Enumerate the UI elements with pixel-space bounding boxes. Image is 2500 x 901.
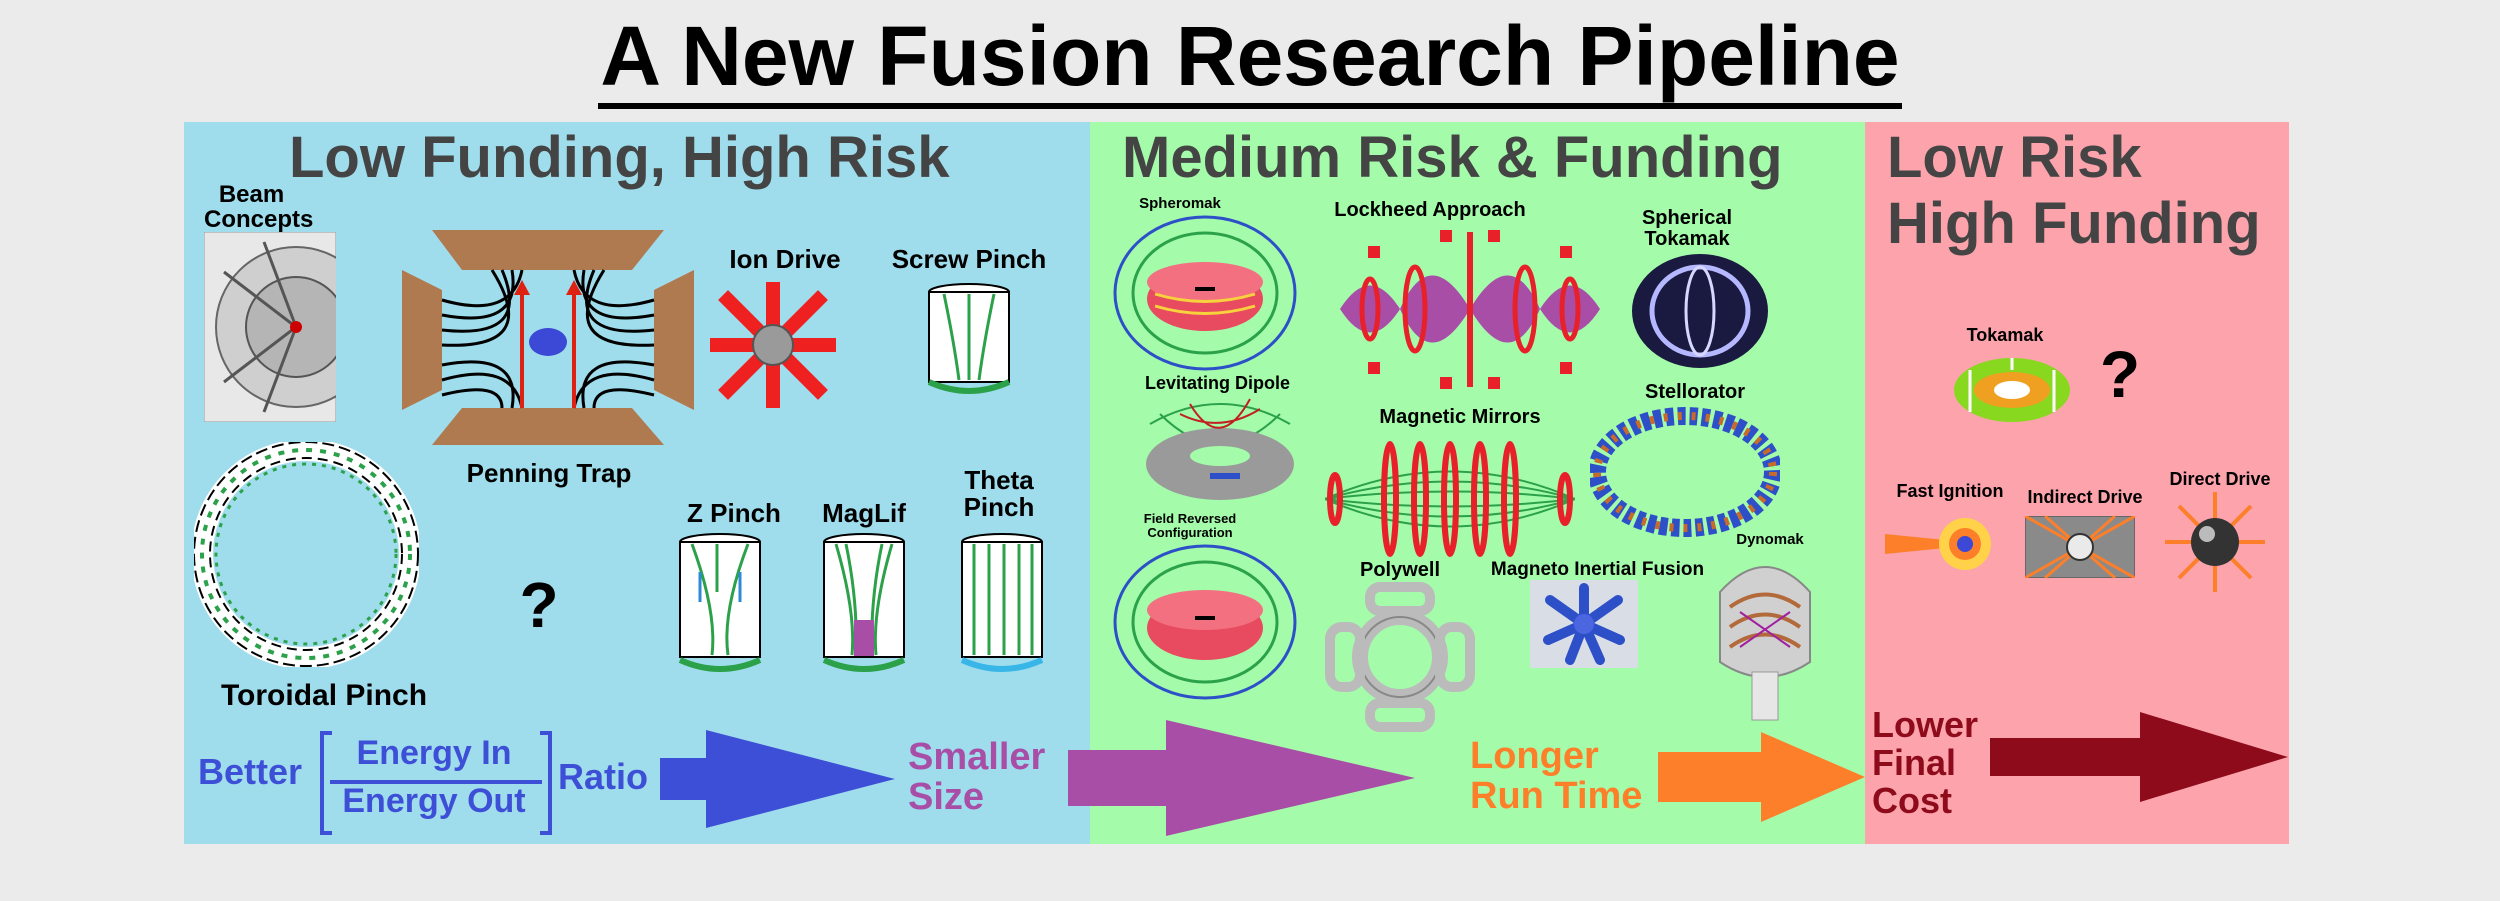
magnetic-mirrors-image (1325, 441, 1575, 557)
low-funding-panel: Low Funding, High Risk Beam Concepts Pen… (184, 122, 1090, 844)
ion-drive-image (710, 282, 836, 408)
theta-pinch-image (960, 533, 1044, 672)
lower-final-cost-arrow (1990, 712, 2288, 802)
penning-trap-image (402, 230, 694, 445)
tokamak-label: Tokamak (1966, 325, 2044, 345)
direct-drive-image (2165, 492, 2265, 592)
spheromak-image (1113, 215, 1297, 371)
theta-pinch-label: Theta Pinch (963, 465, 1035, 523)
toroidal-pinch-label: Toroidal Pinch (220, 679, 428, 712)
levitating-dipole-image (1146, 398, 1294, 500)
beam-concepts-label: Beam Concepts (204, 181, 314, 234)
unknown-concept-mark-high: ? (2099, 337, 2141, 411)
high-funding-heading-line2: High Funding (1887, 191, 2261, 256)
levitating-dipole-label: Levitating Dipole (1144, 373, 1290, 393)
energy-in-label: Energy In (356, 734, 512, 772)
longer-run-time-arrow (1658, 732, 1865, 822)
lockheed-approach-image (1340, 230, 1600, 389)
low-funding-heading: Low Funding, High Risk (289, 125, 950, 190)
beam-concepts-image (204, 232, 336, 422)
direct-drive-label: Direct Drive (2169, 469, 2271, 489)
magneto-inertial-fusion-label: Magneto Inertial Fusion (1490, 559, 1705, 580)
high-funding-heading-line1: Low Risk (1887, 125, 2142, 190)
maglif-image (822, 533, 906, 672)
ratio-arrow (660, 730, 895, 828)
z-pinch-label: Z Pinch (687, 498, 781, 528)
screw-pinch-image (927, 283, 1011, 394)
indirect-drive-label: Indirect Drive (2027, 487, 2143, 507)
fast-ignition-image (1885, 518, 1991, 570)
field-reversed-configuration-image (1113, 544, 1297, 700)
polywell-label: Polywell (1359, 559, 1441, 581)
smaller-size-arrow (1068, 720, 1415, 836)
lockheed-approach-label: Lockheed Approach (1334, 199, 1526, 221)
medium-funding-heading: Medium Risk & Funding (1122, 125, 1783, 190)
page-title: A New Fusion Research Pipeline (0, 8, 2500, 109)
magneto-inertial-fusion-image (1530, 580, 1638, 668)
stellorator-image (1590, 407, 1780, 537)
screw-pinch-label: Screw Pinch (891, 244, 1047, 274)
medium-funding-panel: Medium Risk & Funding Spheromak Lockheed… (1090, 122, 1865, 844)
ratio-bracket (320, 731, 552, 835)
smaller-size-label: Smaller Size (908, 736, 1046, 818)
magnetic-mirrors-label: Magnetic Mirrors (1379, 406, 1541, 428)
fast-ignition-label: Fast Ignition (1896, 481, 2004, 501)
toroidal-pinch-image (194, 442, 419, 667)
spherical-tokamak-label: Spherical Tokamak (1641, 207, 1733, 250)
maglif-label: MagLif (822, 498, 906, 528)
lower-final-cost-label: Lower Final Cost (1872, 704, 1979, 821)
tokamak-image (1954, 358, 2070, 422)
z-pinch-image (678, 533, 762, 672)
unknown-concept-mark: ? (519, 569, 559, 641)
indirect-drive-image (2025, 516, 2135, 578)
stellorator-label: Stellorator (1644, 381, 1746, 403)
penning-trap-label: Penning Trap (466, 458, 632, 488)
dynomak-image (1719, 566, 1811, 721)
field-reversed-configuration-label: Field Reversed Configuration (1143, 511, 1237, 540)
polywell-image (1325, 582, 1475, 732)
energy-out-label: Energy Out (342, 782, 526, 820)
ion-drive-label: Ion Drive (729, 244, 841, 274)
dynomak-label: Dynomak (1736, 531, 1804, 548)
high-funding-panel: Low Risk High Funding Tokamak ? Fast Ign… (1865, 122, 2289, 844)
better-label: Better (198, 751, 303, 792)
longer-run-time-label: Longer Run Time (1470, 735, 1643, 817)
spheromak-label: Spheromak (1139, 195, 1221, 212)
spherical-tokamak-image (1632, 254, 1768, 368)
ratio-label: Ratio (558, 756, 648, 797)
